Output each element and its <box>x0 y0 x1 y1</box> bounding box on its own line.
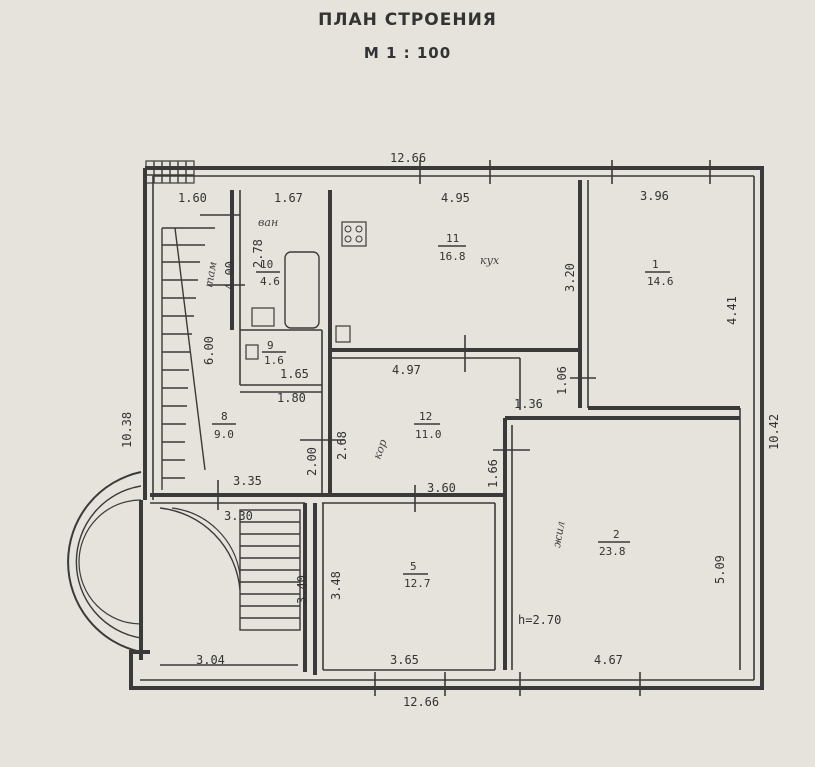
dim-3-35: 3.35 <box>233 474 262 488</box>
dim-3-60: 3.60 <box>427 481 456 495</box>
dim-left-total: 10.38 <box>120 412 134 448</box>
note-kuhnya: кух <box>480 254 500 267</box>
dim-4-67: 4.67 <box>594 653 623 667</box>
dim-1-65: 1.65 <box>280 367 309 381</box>
dim-5-09: 5.09 <box>713 555 727 584</box>
dim-1-80: 1.80 <box>277 391 306 405</box>
dim-3-96: 3.96 <box>640 189 669 203</box>
dim-2-78: 2.78 <box>251 239 265 268</box>
dim-right-total: 10.42 <box>767 414 781 450</box>
plan-title: ПЛАН СТРОЕНИЯ <box>318 10 497 30</box>
room-1-number: 1 <box>652 258 659 271</box>
note-vanna: ван <box>258 216 278 229</box>
ceiling-height: h=2.70 <box>518 613 561 627</box>
note-kor: кор <box>371 438 390 461</box>
dim-4-00: 4.00 <box>223 261 237 290</box>
dim-3-65: 3.65 <box>390 653 419 667</box>
outer-walls <box>129 166 764 690</box>
room-2-area: 23.8 <box>599 545 626 558</box>
note-tam: там <box>202 261 219 289</box>
room-10-area: 4.6 <box>260 275 280 288</box>
note-zhil: жил <box>550 520 567 548</box>
dim-1-36: 1.36 <box>514 397 543 411</box>
room-8-area: 9.0 <box>214 428 234 441</box>
stair-upper <box>161 227 215 490</box>
room-9-number: 9 <box>267 339 274 352</box>
dim-2-68: 2.68 <box>335 431 349 460</box>
room-11-area: 16.8 <box>439 250 466 263</box>
semicircular-porch <box>67 471 241 653</box>
dim-1-67: 1.67 <box>274 191 303 205</box>
room-11-number: 11 <box>446 232 459 245</box>
dim-3-30: 3.30 <box>224 509 253 523</box>
bathroom-fixtures <box>245 221 367 360</box>
ventilation-grid <box>145 160 195 184</box>
plan-scale: М 1 : 100 <box>363 44 452 62</box>
opening-marks <box>200 160 711 696</box>
dim-4-97: 4.97 <box>392 363 421 377</box>
dim-2-00: 2.00 <box>305 447 319 476</box>
dim-6-00: 6.00 <box>202 336 216 365</box>
room-5-area: 12.7 <box>404 577 431 590</box>
room-5-number: 5 <box>410 560 417 573</box>
dim-3-04: 3.04 <box>196 653 225 667</box>
room-12-number: 12 <box>419 410 432 423</box>
dim-bottom-total: 12.66 <box>403 695 439 709</box>
room-8-number: 8 <box>221 410 228 423</box>
dim-top-total: 12.66 <box>390 151 426 165</box>
room-1-area: 14.6 <box>647 275 674 288</box>
dim-3-20: 3.20 <box>563 263 577 292</box>
dim-1-06: 1.06 <box>555 366 569 395</box>
dim-4-41: 4.41 <box>725 296 739 325</box>
room-9-area: 1.6 <box>264 354 284 367</box>
room-2-number: 2 <box>613 528 620 541</box>
dim-1-60: 1.60 <box>178 191 207 205</box>
dim-4-95: 4.95 <box>441 191 470 205</box>
room-12-area: 11.0 <box>415 428 442 441</box>
dim-3-40: 3.40 <box>295 575 309 604</box>
dim-3-48: 3.48 <box>329 571 343 600</box>
room-10-number: 10 <box>260 258 273 271</box>
dim-1-66: 1.66 <box>486 459 500 488</box>
interior-walls <box>150 180 741 675</box>
stair-lower <box>239 509 301 631</box>
